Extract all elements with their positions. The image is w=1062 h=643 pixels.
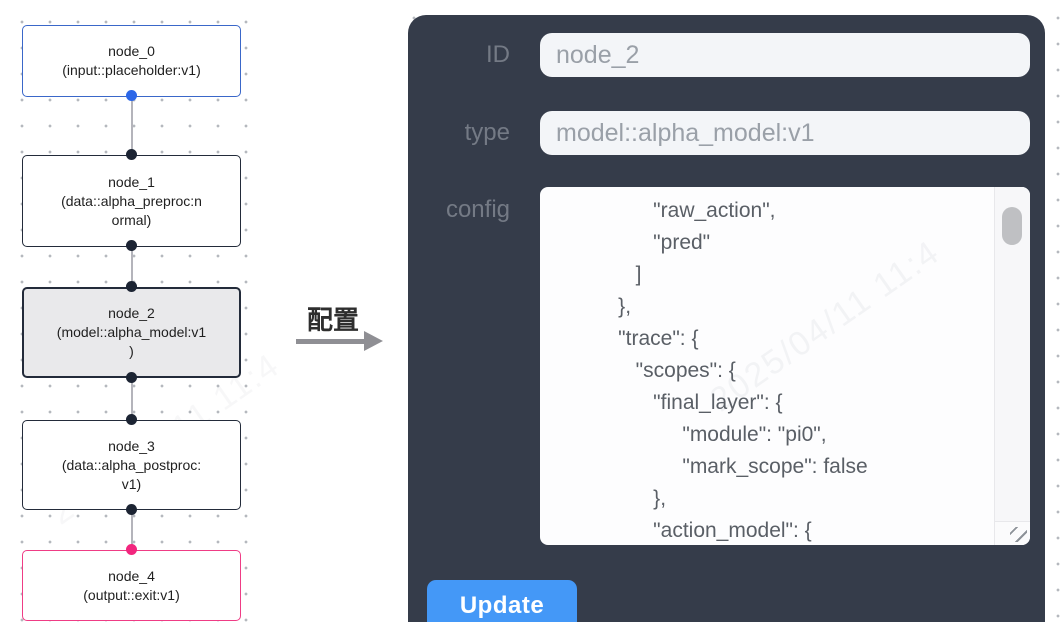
flow-node-node_1[interactable]: node_1 (data::alpha_preproc:n ormal)	[22, 155, 241, 247]
node-config-panel: ID type config 2025/04/11 11:4 "raw_acti…	[408, 15, 1045, 622]
handle-node2-source[interactable]	[126, 372, 137, 383]
right-arrow-icon	[296, 339, 366, 344]
node-label: node_4 (output::exit:v1)	[83, 567, 180, 603]
config-label: config	[445, 196, 510, 223]
scrollbar-thumb[interactable]	[1002, 207, 1022, 245]
update-button[interactable]: Update	[427, 580, 577, 622]
flow-canvas[interactable]: 2025/04/11 11:4 node_0 (input::placehold…	[0, 0, 287, 643]
resize-corner	[994, 521, 1030, 545]
config-annotation-label: 配置	[306, 305, 359, 335]
edge-node3-node4	[131, 510, 133, 550]
scrollbar-track[interactable]	[994, 187, 1030, 521]
config-textarea[interactable]: 2025/04/11 11:4 "raw_action", "pred" ] }…	[540, 187, 1030, 545]
node-label: node_1 (data::alpha_preproc:n ormal)	[61, 173, 202, 228]
handle-node4-target[interactable]	[126, 544, 137, 555]
id-input[interactable]	[540, 33, 1030, 77]
id-label: ID	[486, 41, 510, 68]
edge-node2-node3	[131, 378, 133, 420]
resize-handle-icon[interactable]	[1010, 527, 1027, 542]
flow-node-node_0[interactable]: node_0 (input::placeholder:v1)	[22, 25, 241, 97]
handle-node1-source[interactable]	[126, 240, 137, 251]
edge-node1-node2	[131, 246, 133, 287]
right-arrow-head-icon	[364, 331, 383, 351]
node-label: node_0 (input::placeholder:v1)	[62, 43, 201, 78]
type-input[interactable]	[540, 111, 1030, 155]
handle-node0-source[interactable]	[126, 90, 137, 101]
bottom-whitespace	[388, 622, 1062, 643]
edge-node0-node1	[131, 96, 133, 155]
flow-node-node_4[interactable]: node_4 (output::exit:v1)	[22, 550, 241, 621]
config-json-text[interactable]: "raw_action", "pred" ] }, "trace": { "sc…	[618, 199, 868, 542]
handle-node1-target[interactable]	[126, 149, 137, 160]
handle-node3-source[interactable]	[126, 504, 137, 515]
flow-node-node_2-selected[interactable]: node_2 (model::alpha_model:v1 )	[22, 287, 241, 378]
node-label: node_2 (model::alpha_model:v1 )	[56, 305, 207, 359]
node-label: node_3 (data::alpha_postproc: v1)	[61, 437, 202, 492]
handle-node3-target[interactable]	[126, 414, 137, 425]
type-label: type	[464, 119, 510, 146]
handle-node2-target[interactable]	[126, 281, 137, 292]
flow-node-node_3[interactable]: node_3 (data::alpha_postproc: v1)	[22, 420, 241, 510]
